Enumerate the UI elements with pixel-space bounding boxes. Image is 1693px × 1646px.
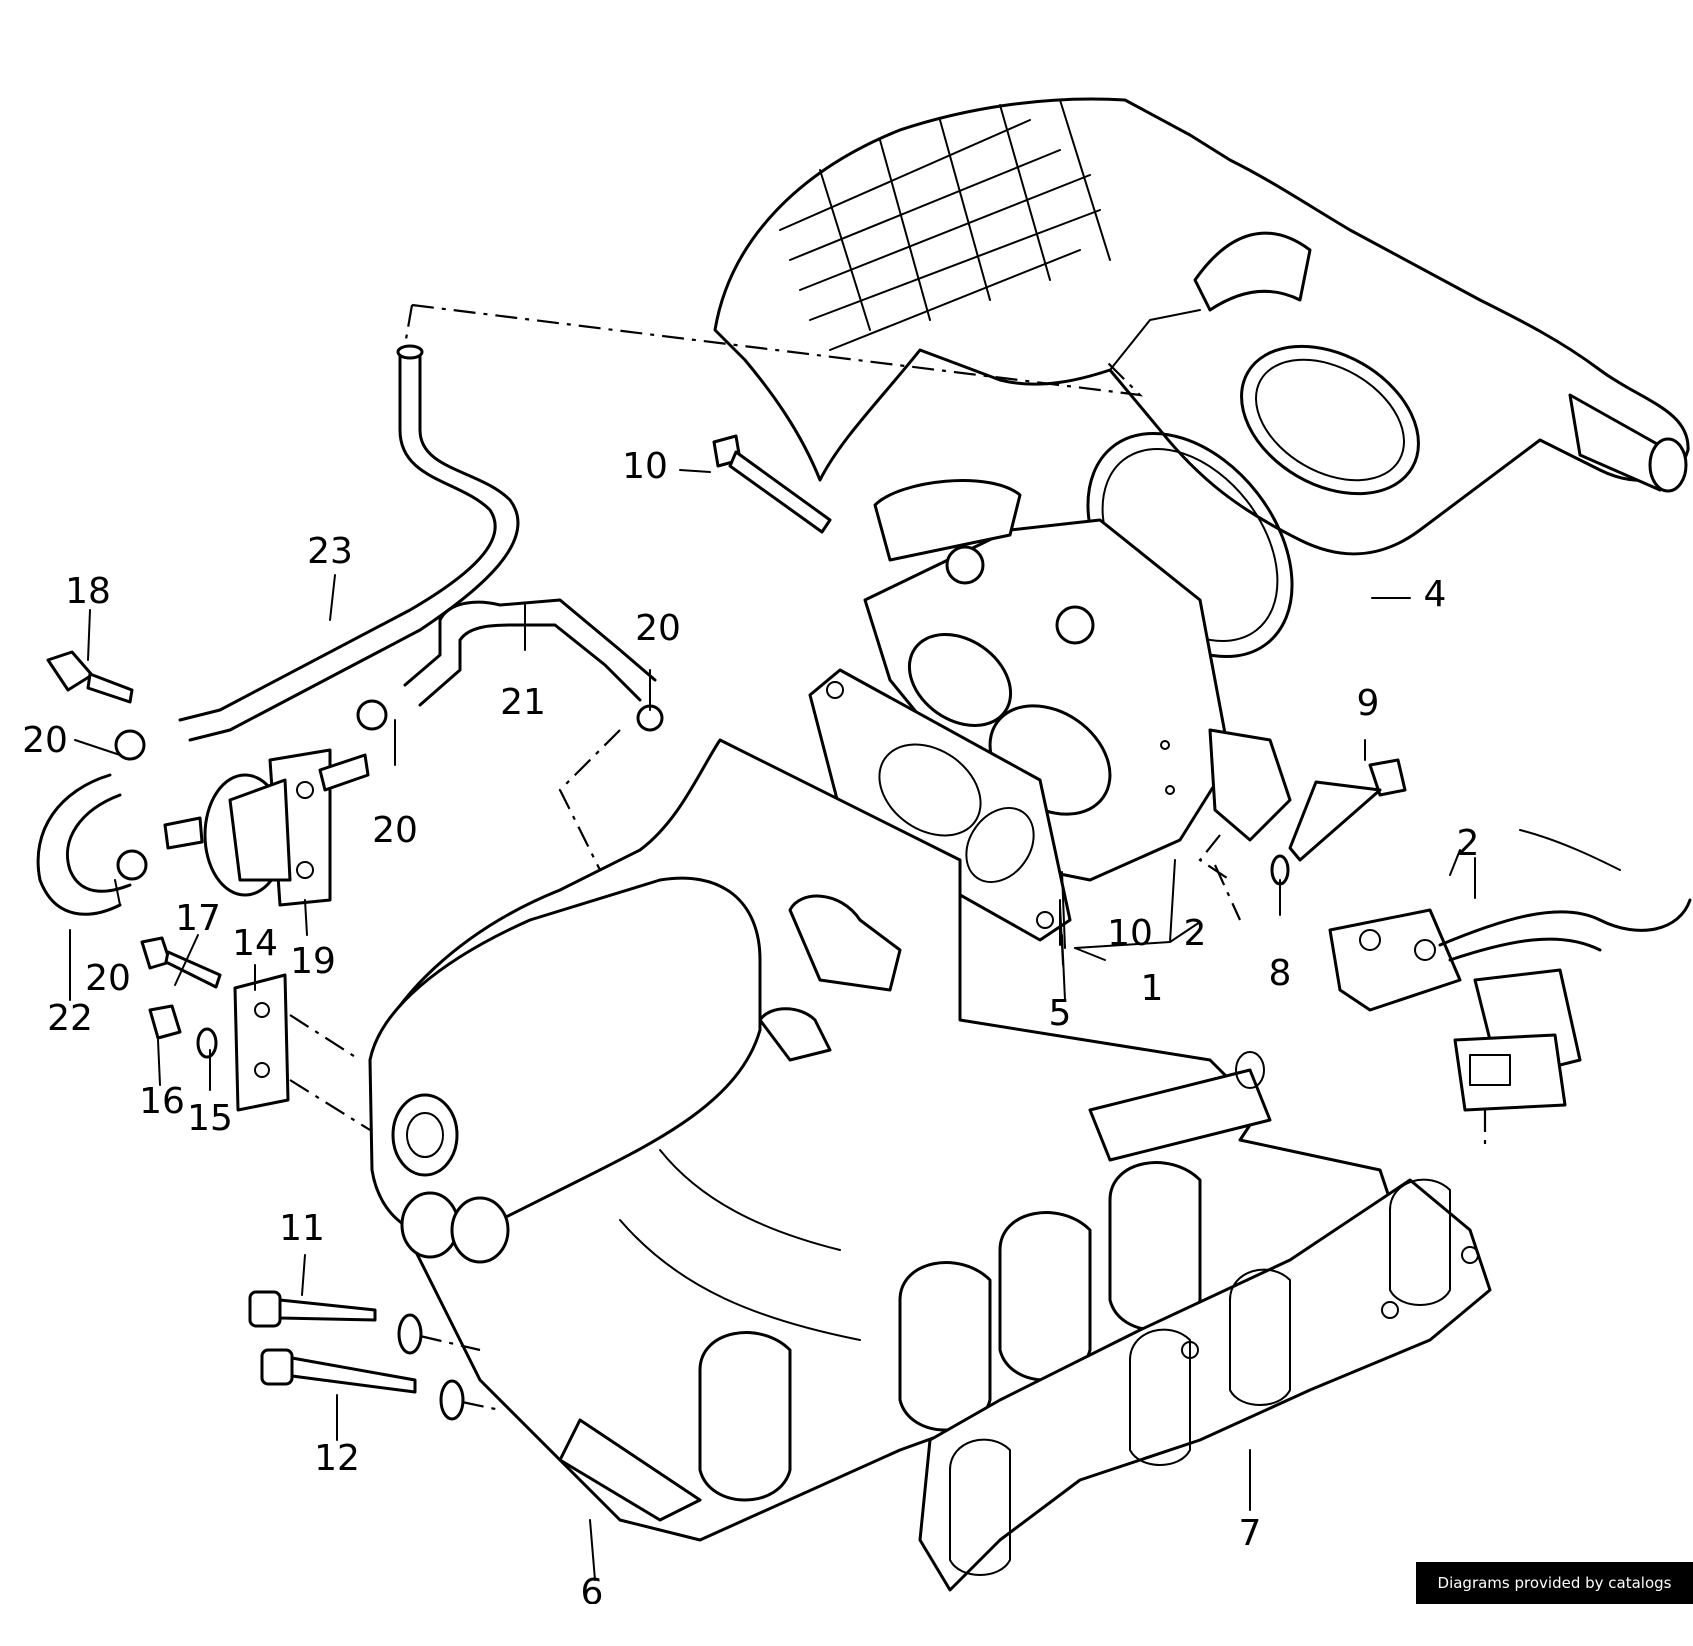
callout-20-right: 20 [635, 608, 681, 649]
callout-20-middle: 20 [372, 810, 418, 851]
manifold-bolts [248, 1290, 501, 1421]
callout-23: 23 [307, 531, 353, 572]
callout-19: 19 [290, 941, 336, 982]
callout-17: 17 [175, 898, 221, 939]
leader-lines [69, 469, 1476, 1581]
callout-20-left: 20 [22, 720, 68, 761]
callout-22: 22 [47, 998, 93, 1039]
vacuum-hoses [36, 344, 657, 916]
callout-8: 8 [1269, 953, 1292, 994]
callout-2-throttle: 2 [1184, 913, 1207, 954]
callout-16: 16 [139, 1081, 185, 1122]
callout-1: 1 [1141, 968, 1164, 1009]
parts-exploded-diagram: 1 2 2 4 5 6 7 8 9 10 10 11 12 14 15 16 1… [22, 97, 1692, 1604]
throttle-position-sensor [1328, 829, 1692, 1150]
callout-6: 6 [581, 1572, 604, 1604]
callout-21: 21 [500, 682, 546, 723]
callout-5: 5 [1049, 993, 1072, 1034]
small-hardware [46, 434, 1407, 1131]
callout-9: 9 [1357, 683, 1380, 724]
callout-2-sensor: 2 [1457, 823, 1480, 864]
assembly-lines [403, 303, 1242, 921]
vacuum-valve-assembly [163, 748, 370, 907]
callout-labels: 1 2 2 4 5 6 7 8 9 10 10 11 12 14 15 16 1… [22, 446, 1479, 1604]
callout-20-lower: 20 [85, 958, 131, 999]
callout-4: 4 [1424, 574, 1447, 615]
callout-14: 14 [232, 923, 278, 964]
callout-10-screw: 10 [622, 446, 668, 487]
diagram-credit-banner: Diagrams provided by catalogs parts [1416, 1562, 1693, 1634]
callout-18: 18 [65, 571, 111, 612]
callout-12: 12 [314, 1438, 360, 1479]
air-intake-duct [713, 97, 1690, 556]
callout-7: 7 [1239, 1513, 1262, 1554]
callout-15: 15 [187, 1098, 233, 1139]
manifold-gasket [918, 1178, 1492, 1592]
callout-10-throttle: 10 [1107, 913, 1153, 954]
callout-11: 11 [279, 1208, 325, 1249]
